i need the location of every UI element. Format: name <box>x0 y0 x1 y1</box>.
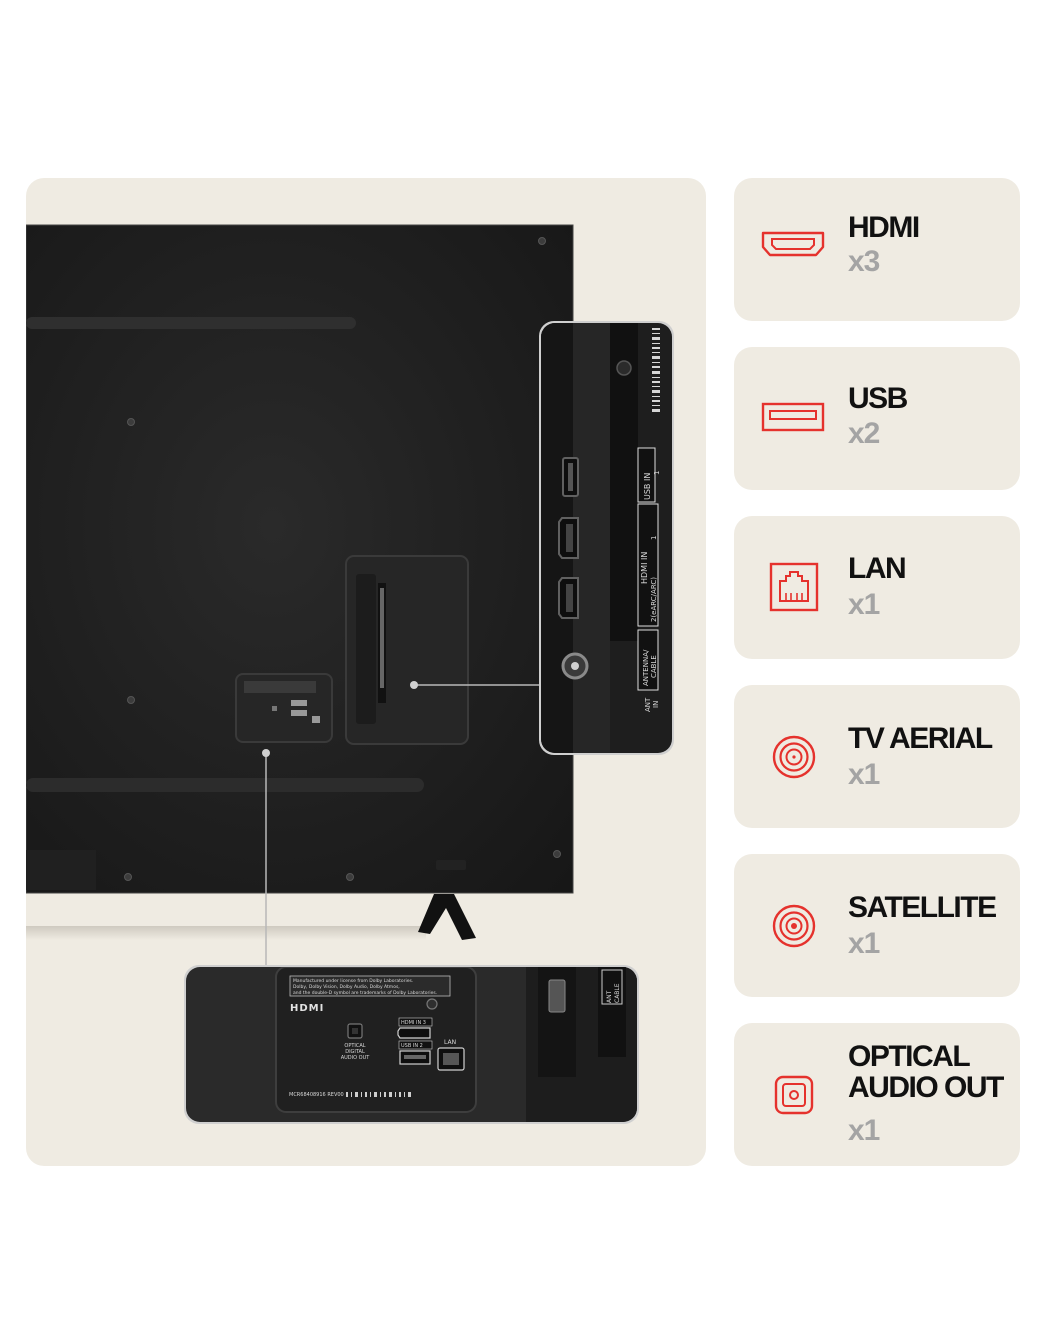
zoom2-lan-label: LAN <box>444 1039 456 1046</box>
side-connector-bay <box>345 555 469 745</box>
zoom2-side-port <box>548 979 566 1013</box>
bottom-corner-block <box>26 850 96 890</box>
zoom-screw <box>616 360 632 376</box>
top-vent <box>26 317 356 329</box>
side-connector-strip <box>356 574 376 724</box>
bay-hdmi-port <box>291 700 307 706</box>
mount-screws <box>124 237 561 881</box>
port-card-tv-aerial: TV AERIAL x1 <box>734 685 1020 828</box>
port-card-optical-audio-out: OPTICAL AUDIO OUT x1 <box>734 1023 1020 1166</box>
zoom2-screw <box>426 998 438 1010</box>
bay-lan-port <box>312 716 320 723</box>
bay-dolby-sticker <box>244 681 316 693</box>
zoom2-dolby-2: Dolby, Dolby Vision, Dolby Audio, Dolby … <box>293 984 400 990</box>
lan-icon <box>769 562 819 612</box>
zoom-side-connectors: USB IN 1 HDMI IN 2(eARC/ARC) 1 ANTENNA/ … <box>539 321 674 755</box>
zoom2-barcode <box>346 1092 411 1097</box>
hdmi-icon <box>761 231 825 257</box>
port-count-hdmi: x3 <box>848 245 880 278</box>
zoom2-optical-1: OPTICAL <box>344 1043 365 1049</box>
foot-slot <box>436 860 466 870</box>
zoom2-dolby-3: and the double-D symbol are trademarks o… <box>293 990 437 996</box>
bay-usb-port <box>291 710 307 716</box>
zoom-label-antenna-1: ANTENNA/ <box>642 649 650 686</box>
floor-shadow <box>26 926 426 940</box>
callout-dot-side <box>410 681 418 689</box>
bottom-groove <box>26 778 424 792</box>
tv-back-illustration: USB IN 1 HDMI IN 2(eARC/ARC) 1 ANTENNA/ … <box>26 178 706 1166</box>
satellite-icon <box>772 904 816 948</box>
optical-audio-out-icon <box>774 1075 814 1115</box>
zoom2-label-ant: ANT <box>606 990 613 1003</box>
zoom-bottom-connectors: ANT CABLE Manufactured under license fro… <box>184 965 639 1124</box>
usb-icon <box>761 402 825 432</box>
zoom-label-ant-in-2: IN <box>652 701 660 708</box>
port-card-usb: USB x2 <box>734 347 1020 490</box>
port-name-hdmi: HDMI <box>848 211 920 244</box>
zoom2-label-cable: CABLE <box>614 983 621 1003</box>
bay-optical-port <box>272 706 277 711</box>
port-card-satellite: SATELLITE x1 <box>734 854 1020 997</box>
zoom-label-ant-in-1: ANT <box>644 697 652 712</box>
port-name-optical-line2: AUDIO OUT <box>848 1071 1004 1104</box>
tv-stand <box>418 894 476 940</box>
tv-rear-view: USB IN 1 HDMI IN 2(eARC/ARC) 1 ANTENNA/ … <box>26 224 674 1124</box>
zoom-label-usb-in: USB IN <box>643 473 652 500</box>
zoom-label-antenna-2: CABLE <box>650 655 658 678</box>
zoom2-hdmi-logo: HDMI <box>290 1003 324 1014</box>
port-name-usb: USB <box>848 382 908 415</box>
zoom2-optical-2: DIGITAL <box>345 1049 365 1055</box>
port-name-satellite: SATELLITE <box>848 891 997 924</box>
port-name-lan: LAN <box>848 552 907 585</box>
zoom2-model: MCR68408916 REV00 <box>289 1092 344 1098</box>
port-name-optical-line1: OPTICAL <box>848 1040 971 1073</box>
port-card-lan: LAN x1 <box>734 516 1020 659</box>
port-count-lan: x1 <box>848 588 880 621</box>
tv-aerial-icon <box>772 735 816 779</box>
zoom-label-hdmi-in: HDMI IN <box>640 552 649 584</box>
port-count-optical-audio-out: x1 <box>848 1114 880 1147</box>
port-count-usb: x2 <box>848 417 880 450</box>
side-label-lines <box>380 588 384 688</box>
zoom-label-earc: 2(eARC/ARC) <box>650 577 658 622</box>
zoom-barcode <box>652 328 660 412</box>
zoom2-optical-3: AUDIO OUT <box>341 1055 371 1061</box>
port-count-tv-aerial: x1 <box>848 758 880 791</box>
zoom2-dolby-1: Manufactured under license from Dolby La… <box>293 978 413 984</box>
zoom2-usb-in-2: USB IN 2 <box>401 1043 423 1049</box>
callout-dot-bottom <box>262 749 270 757</box>
port-count-satellite: x1 <box>848 927 880 960</box>
zoom2-hdmi-port <box>397 1027 431 1039</box>
zoom-label-hdmi-one: 1 <box>650 536 658 540</box>
zoom2-hdmi-in-3: HDMI IN 3 <box>401 1020 426 1026</box>
zoom-label-usb-one: 1 <box>653 471 661 475</box>
port-card-hdmi: HDMI x3 <box>734 178 1020 321</box>
port-name-tv-aerial: TV AERIAL <box>848 722 993 755</box>
